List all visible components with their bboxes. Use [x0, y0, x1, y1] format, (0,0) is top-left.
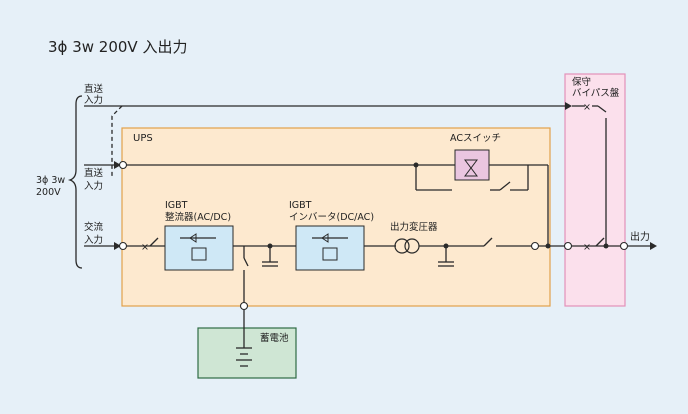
inverter-label-line2: インバータ(DC/AC): [289, 212, 374, 223]
output-arrow: [650, 242, 657, 250]
input-group-label-line1: 3ϕ 3w: [36, 175, 65, 186]
bypass-dashed-link: [111, 105, 123, 176]
output-switch-blade: [483, 237, 493, 247]
bypass-top-arrow: [565, 102, 572, 110]
ac-switch-thyristor-bottom: [464, 167, 478, 177]
ac-input-label-2: 入力: [84, 234, 103, 246]
ac-input-arrow: [114, 242, 121, 250]
maintenance-bypass-panel: [564, 73, 626, 307]
output-bypass-switch-blade: [595, 237, 605, 247]
output-terminal: [619, 241, 629, 251]
ac-input-terminal: [118, 241, 128, 251]
bypass-join-node: [603, 243, 609, 249]
bypass-input-top-label-2: 入力: [84, 94, 103, 106]
rectifier-label-line2: 整流器(AC/DC): [165, 211, 231, 223]
rectifier-box: [164, 225, 234, 271]
ups-label: UPS: [133, 133, 153, 144]
bypass-input-top-label-1: 直送: [84, 83, 104, 95]
inverter-igbt-symbol: [322, 247, 338, 261]
ac-switch-label: ACスイッチ: [450, 133, 501, 144]
ups-output-terminal: [530, 241, 540, 251]
ac-input-x-mark: ×: [141, 242, 149, 253]
inverter-label-line1: IGBT: [289, 200, 312, 211]
battery-panel: [197, 327, 297, 379]
rectifier-label-line1: IGBT: [165, 200, 188, 211]
battery-terminal: [239, 301, 249, 311]
battery-link-switch: [243, 257, 249, 267]
ac-input-switch-blade: [149, 237, 159, 247]
output-label: 出力: [630, 230, 650, 243]
input-group-label-line2: 200V: [36, 187, 61, 198]
maintenance-bypass-label-line1: 保守: [572, 76, 591, 88]
bypass-input-ups-label-2: 入力: [84, 180, 103, 192]
transformer-label: 出力変圧器: [390, 221, 438, 233]
battery-label: 蓄電池: [260, 332, 289, 344]
ac-switch-box: [454, 149, 490, 181]
transformer-coil-a: [394, 238, 410, 254]
bypass-x-mark: ×: [583, 102, 591, 113]
ac-switch-blade: [499, 181, 511, 191]
maintenance-bypass-label-line2: バイパス盤: [572, 87, 620, 99]
input-brace: [67, 95, 83, 269]
bypass-switch-blade: [597, 105, 607, 113]
ac-switch-thyristor-top: [464, 159, 478, 169]
ups-bypass-arrow: [114, 161, 121, 169]
ac-input-label-1: 交流: [84, 221, 104, 233]
rectifier-igbt-symbol: [191, 247, 207, 261]
output-x-mark: ×: [583, 242, 591, 253]
bypass-panel-input-terminal: [563, 241, 573, 251]
ups-bypass-terminal: [118, 160, 128, 170]
diagram-title: 3ϕ 3w 200V 入出力: [48, 38, 187, 56]
bypass-input-ups-label-1: 直送: [84, 167, 104, 179]
